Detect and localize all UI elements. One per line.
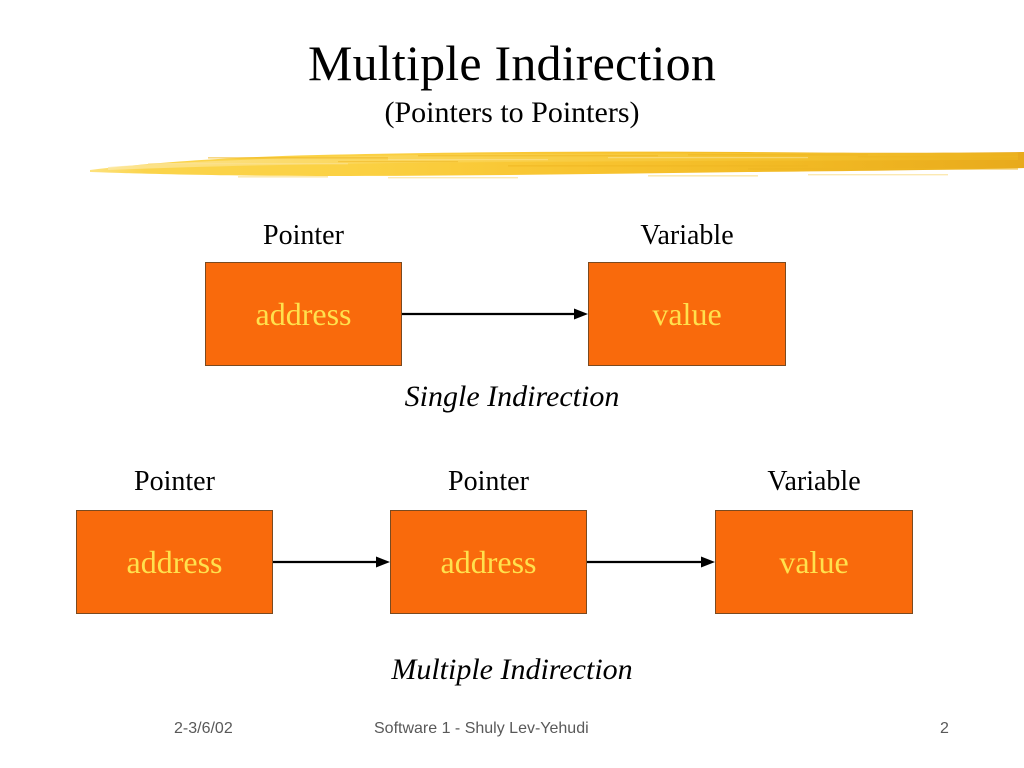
footer-page-number: 2 [940, 720, 949, 737]
node-box-variable-2[interactable]: value [715, 510, 913, 614]
multiple-indirection-diagram: Pointer Pointer Variable address address… [0, 462, 1024, 618]
node-value-address-2: address [126, 544, 223, 580]
slide-footer: 2-3/6/02 Software 1 - Shuly Lev-Yehudi 2 [0, 718, 1024, 748]
arrow-icon [402, 308, 588, 320]
node-label-pointer-1: Pointer [263, 220, 344, 251]
title-block: Multiple Indirection (Pointers to Pointe… [0, 34, 1024, 132]
arrow-icon [587, 556, 715, 568]
node-label-pointer-3: Pointer [448, 466, 529, 497]
node-label-variable-1: Variable [640, 220, 734, 251]
page-title: Multiple Indirection [307, 35, 717, 91]
node-value-address-3: address [440, 544, 537, 580]
brush-stroke-icon [90, 151, 1024, 179]
arrow-pointer-to-pointer [273, 555, 391, 569]
node-value-value-1: value [652, 296, 722, 332]
brush-flecks [238, 174, 948, 179]
page-subtitle: (Pointers to Pointers) [384, 96, 640, 129]
node-value-address-1: address [255, 296, 352, 332]
footer-course-title: Software 1 - Shuly Lev-Yehudi [374, 720, 589, 737]
arrow-icon [273, 556, 390, 568]
footer-date: 2-3/6/02 [174, 720, 233, 737]
node-value-value-2: value [779, 544, 849, 580]
node-box-variable-1[interactable]: value [588, 262, 786, 366]
node-box-pointer-3[interactable]: address [390, 510, 587, 614]
single-indirection-diagram: Pointer Variable address value [0, 212, 1024, 372]
arrow-pointer-to-variable-2 [587, 555, 716, 569]
brush-stroke-divider [88, 143, 1024, 191]
node-box-pointer-1[interactable]: address [205, 262, 402, 366]
brush-light-streaks [148, 157, 808, 165]
brush-bristles [208, 154, 1018, 170]
caption-multiple-indirection: Multiple Indirection [391, 653, 633, 686]
node-label-variable-2: Variable [767, 466, 861, 497]
arrow-pointer-to-variable-1 [402, 307, 589, 321]
caption-single-indirection: Single Indirection [404, 380, 620, 413]
node-box-pointer-2[interactable]: address [76, 510, 273, 614]
node-label-pointer-2: Pointer [134, 466, 215, 497]
